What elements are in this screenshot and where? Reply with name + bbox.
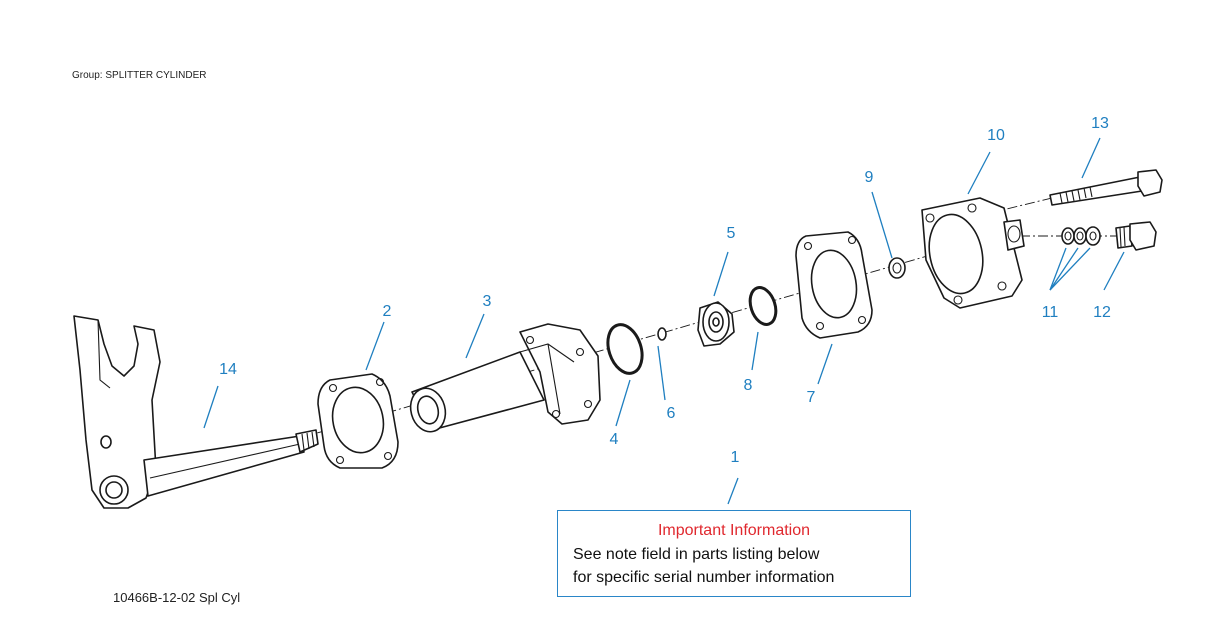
part-2-gasket <box>317 373 399 469</box>
leader-3 <box>465 313 485 359</box>
leader-12 <box>1103 251 1125 291</box>
part-13-bolt <box>1049 169 1163 206</box>
leader-9 <box>871 191 893 259</box>
callout-8: 8 <box>744 377 753 394</box>
leader-13 <box>1081 137 1101 179</box>
important-info-line-1: See note field in parts listing below <box>573 546 820 563</box>
part-6-small-o-ring <box>657 327 667 341</box>
part-3-cylinder-housing <box>409 323 601 433</box>
callout-13: 13 <box>1091 115 1109 132</box>
callout-2: 2 <box>383 303 392 320</box>
callout-12: 12 <box>1093 304 1111 321</box>
leader-10 <box>967 151 991 195</box>
leader-7 <box>817 343 833 385</box>
part-9-nut <box>888 257 906 279</box>
leader-2 <box>365 321 385 371</box>
callout-6: 6 <box>667 405 676 422</box>
part-5-piston <box>697 301 735 347</box>
part-10-end-cover <box>921 197 1025 309</box>
callout-11: 11 <box>1042 304 1059 321</box>
callout-4: 4 <box>610 431 619 448</box>
callout-5: 5 <box>727 225 736 242</box>
part-7-gasket <box>795 231 873 339</box>
important-info-title: Important Information <box>657 522 811 539</box>
callout-10: 10 <box>987 127 1005 144</box>
part-12-plug <box>1115 221 1157 251</box>
leader-5 <box>713 251 729 297</box>
leader-4 <box>615 379 631 427</box>
leader-8 <box>751 331 759 371</box>
part-11-seal-set <box>1061 226 1101 246</box>
callout-1: 1 <box>731 449 740 466</box>
leader-6 <box>657 345 666 401</box>
part-14-shift-fork <box>73 315 319 509</box>
leader-11c <box>1049 247 1091 291</box>
leader-11b <box>1049 247 1079 291</box>
part-4-o-ring <box>606 323 644 375</box>
callout-3: 3 <box>483 293 492 310</box>
important-info-line-2: for specific serial number information <box>573 569 835 586</box>
figure-id-label: 10466B-12-02 Spl Cyl <box>113 590 241 605</box>
important-info-box: Important Information See note field in … <box>557 510 911 597</box>
leader-11a <box>1049 247 1067 291</box>
callout-7: 7 <box>807 389 816 406</box>
leader-14 <box>203 385 219 429</box>
part-8-o-ring <box>748 286 778 326</box>
bolt-axis-line <box>989 195 1061 214</box>
leader-1 <box>727 477 739 505</box>
callout-9: 9 <box>865 169 874 186</box>
group-label: Group: SPLITTER CYLINDER <box>72 70 207 81</box>
callout-14: 14 <box>219 361 237 378</box>
